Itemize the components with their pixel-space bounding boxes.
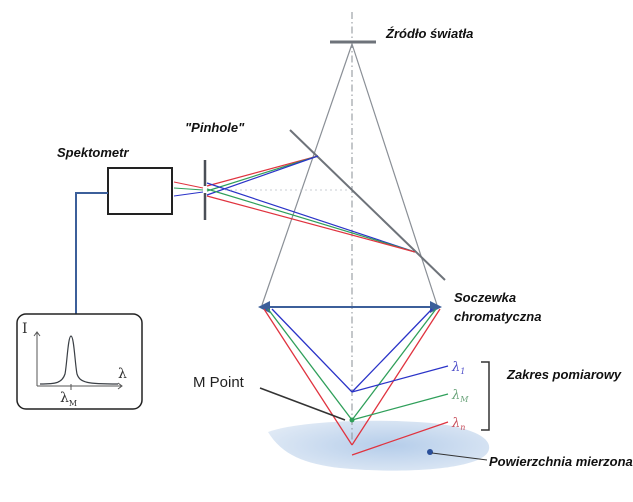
range-label: Zakres pomiarowy xyxy=(506,367,622,382)
lens-label-line1: Soczewka xyxy=(454,290,516,305)
lambda-m-label: λM xyxy=(451,388,469,404)
peak-lambda-label: λM xyxy=(60,390,77,408)
light-source-label: Źródło światła xyxy=(385,26,473,41)
m-point-pointer xyxy=(259,387,346,421)
focusing-rays xyxy=(263,308,441,446)
spectrometer-rays xyxy=(173,181,204,197)
spectrum-axes xyxy=(33,331,123,390)
y-axis-label: I xyxy=(22,321,28,337)
beam-splitter xyxy=(289,129,446,281)
lambda-leaders xyxy=(351,365,449,456)
surface-label: Powierzchnia mierzona xyxy=(489,454,633,469)
surface-point-dot xyxy=(427,449,433,455)
spectrum-graph-panel xyxy=(16,313,143,410)
chromatic-lens xyxy=(258,301,442,313)
pinhole-label: "Pinhole" xyxy=(185,120,245,135)
lambda-1-label: λ1 xyxy=(451,360,465,376)
source-cone xyxy=(261,43,438,306)
surface-pointer xyxy=(431,452,488,461)
spectrometer-label: Spektometr xyxy=(57,145,129,160)
spectrum-peak-curve xyxy=(39,335,119,385)
lambda-n-label: λn xyxy=(451,416,465,432)
x-axis-label: λ xyxy=(118,366,127,382)
spectrometer-cable xyxy=(75,192,108,314)
lens-label-line2: chromatyczna xyxy=(454,309,541,324)
spectrometer-box xyxy=(107,167,173,215)
reflected-rays xyxy=(206,155,416,253)
range-bracket xyxy=(481,361,490,431)
m-point-dot xyxy=(349,417,355,423)
m-point-label: M Point xyxy=(193,374,245,391)
